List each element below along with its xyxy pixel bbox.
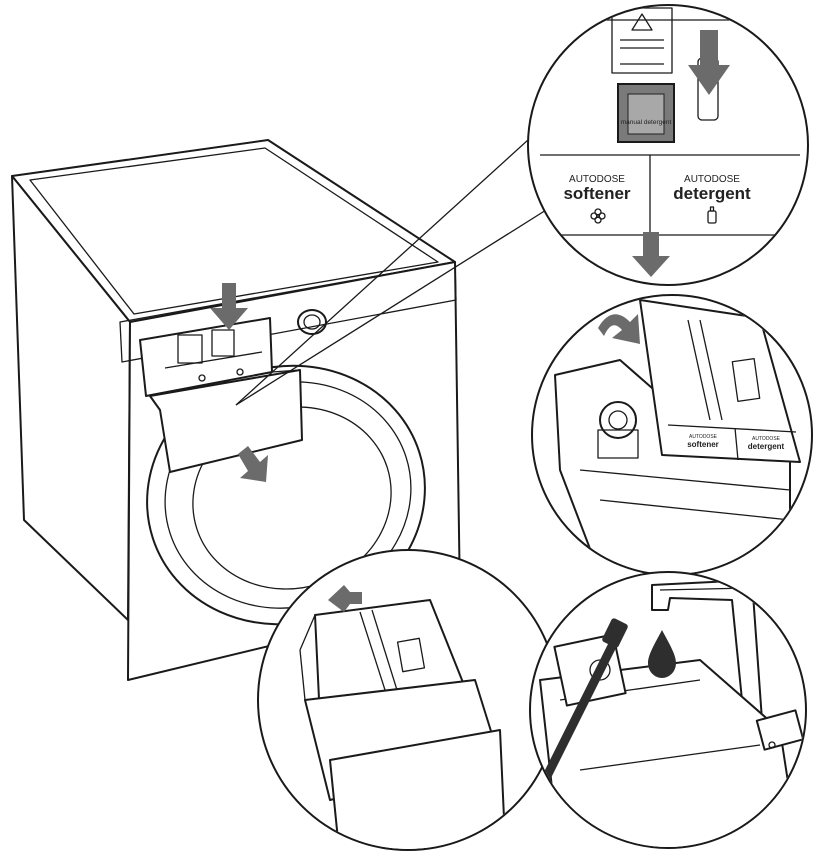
bottle-icon bbox=[707, 206, 717, 224]
callout-line bbox=[235, 119, 551, 406]
svg-text:AUTODOSE: AUTODOSE bbox=[752, 436, 781, 442]
arrow-up-icon bbox=[328, 585, 362, 612]
detergent-label: detergent bbox=[673, 184, 751, 203]
callout-line bbox=[235, 199, 563, 406]
svg-text:detergent: detergent bbox=[748, 442, 785, 451]
zoom-dispenser-labels: manual detergent AUTODOSE softener AUTOD… bbox=[527, 4, 809, 286]
autodose-softener-small: AUTODOSE bbox=[569, 174, 625, 185]
arrow-down-icon bbox=[688, 30, 730, 95]
zoom-clean-tap bbox=[529, 571, 807, 849]
svg-text:softener: softener bbox=[687, 440, 719, 449]
arrow-down-icon bbox=[632, 232, 670, 277]
softener-label: softener bbox=[563, 184, 630, 203]
flower-icon bbox=[590, 208, 606, 224]
rotate-arrow-icon bbox=[598, 314, 640, 344]
autodose-detergent-small: AUTODOSE bbox=[684, 174, 740, 185]
water-drop-icon bbox=[648, 630, 676, 678]
arrow-pull-icon bbox=[238, 446, 268, 482]
manual-detergent-label: manual detergent bbox=[621, 119, 672, 126]
svg-text:AUTODOSE: AUTODOSE bbox=[689, 434, 718, 440]
zoom-pull-drawer: AUTODOSE softener AUTODOSE detergent bbox=[257, 549, 559, 851]
zoom-remove-insert: AUTODOSE softener AUTODOSE detergent bbox=[531, 294, 813, 576]
arrow-down-icon bbox=[210, 283, 248, 330]
